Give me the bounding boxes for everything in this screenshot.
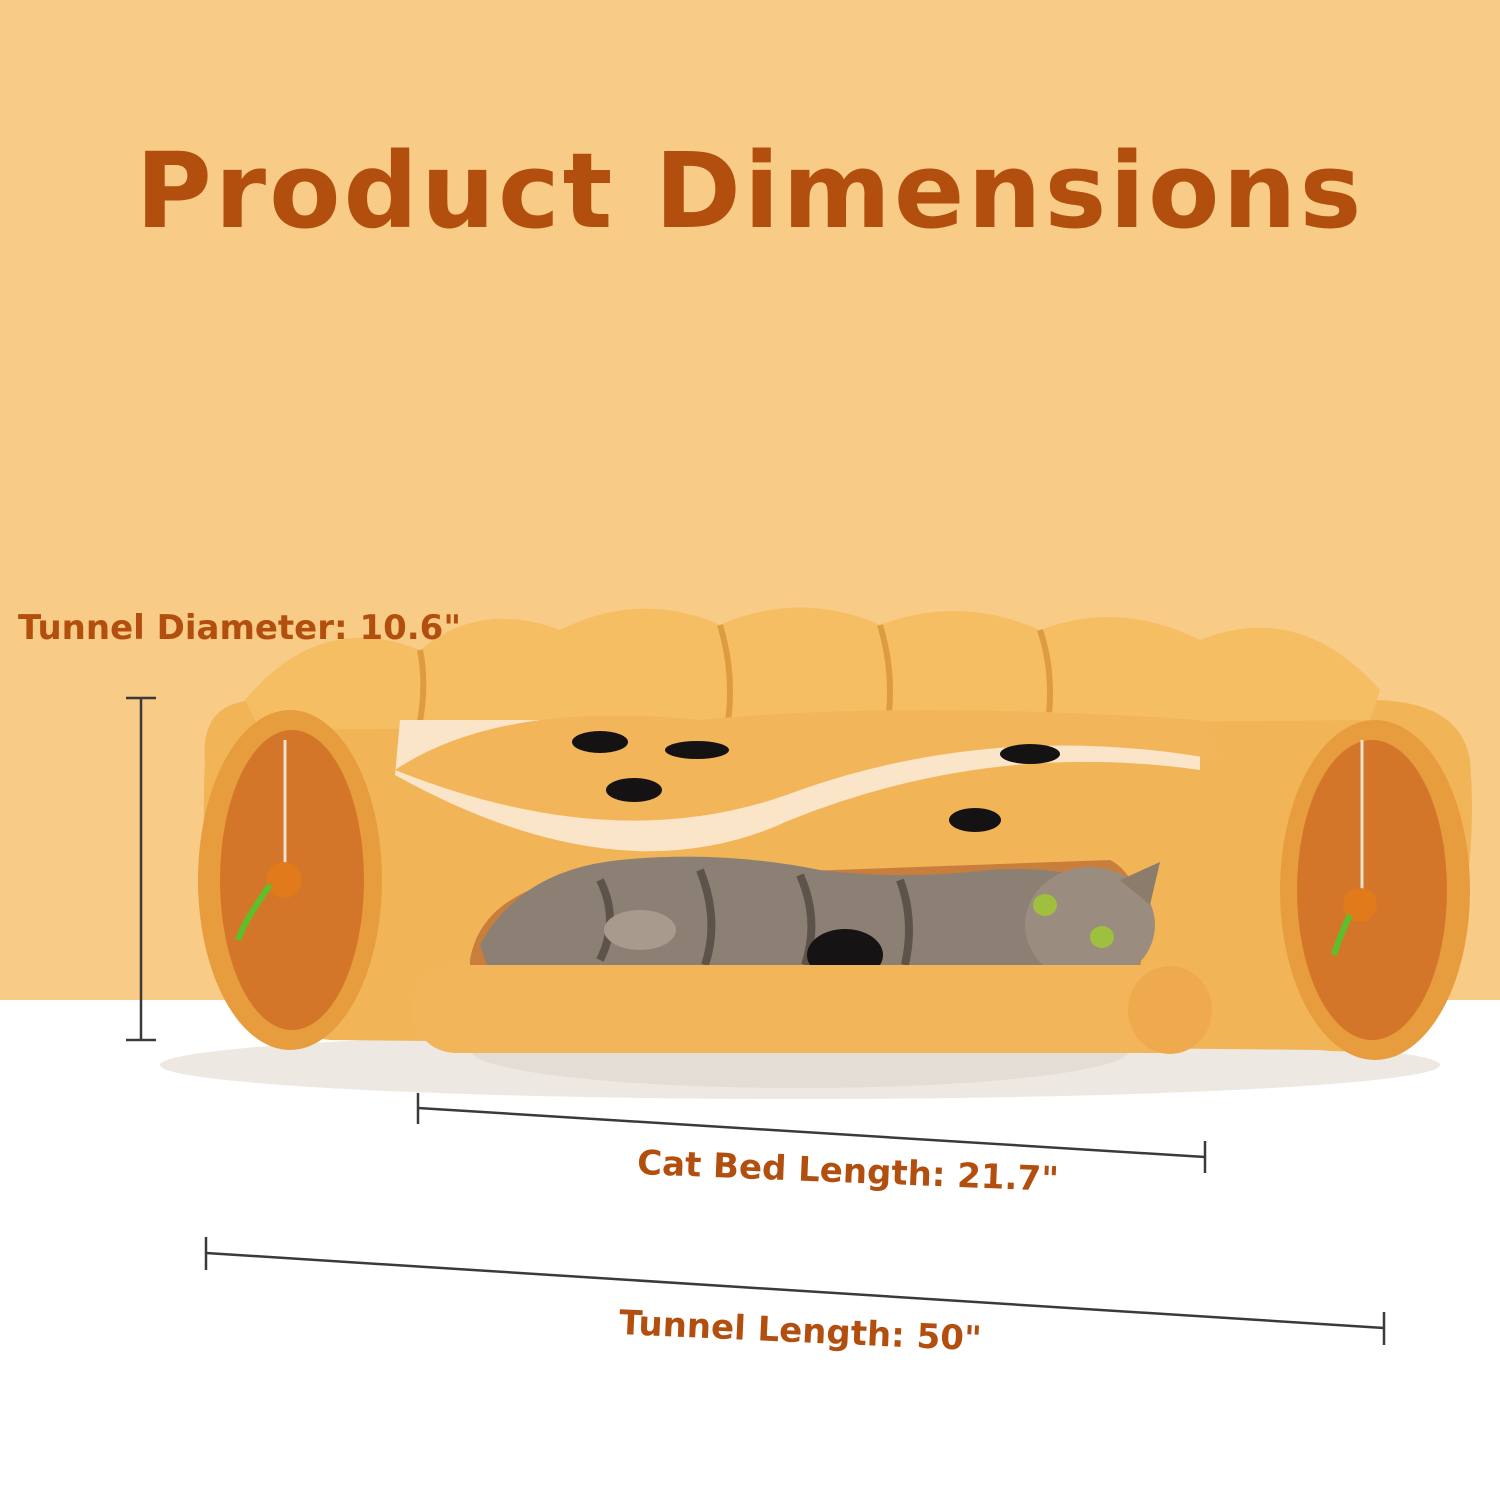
ball-toy-left xyxy=(266,862,302,898)
cat-eye xyxy=(1090,926,1114,948)
spot-decoration xyxy=(1000,744,1060,764)
ball-toy-right xyxy=(1343,888,1377,922)
feather-toy-left xyxy=(235,883,273,942)
bed-bolster xyxy=(412,965,1212,1053)
tunnel-length-measure-line xyxy=(204,1237,1386,1345)
cat-ear xyxy=(1120,862,1160,905)
tunnel-diameter-label: Tunnel Diameter: 10.6" xyxy=(18,608,462,648)
bed-length-measure-line xyxy=(416,1093,1207,1173)
diameter-measure-line xyxy=(126,696,156,1042)
spot-decoration xyxy=(572,731,628,753)
cat-eye xyxy=(1033,894,1057,916)
page-title: Product Dimensions xyxy=(135,130,1365,252)
cat-head xyxy=(1025,867,1155,983)
cat-paw xyxy=(604,910,676,950)
spot-decoration xyxy=(949,808,1001,832)
tunnel-ruffles xyxy=(245,607,1380,730)
spot-decoration xyxy=(665,741,729,759)
tunnel-right-opening xyxy=(1297,740,1447,1040)
spot-decoration xyxy=(606,778,662,802)
feather-toy-right xyxy=(1331,913,1353,956)
bolster-end xyxy=(1128,966,1212,1054)
